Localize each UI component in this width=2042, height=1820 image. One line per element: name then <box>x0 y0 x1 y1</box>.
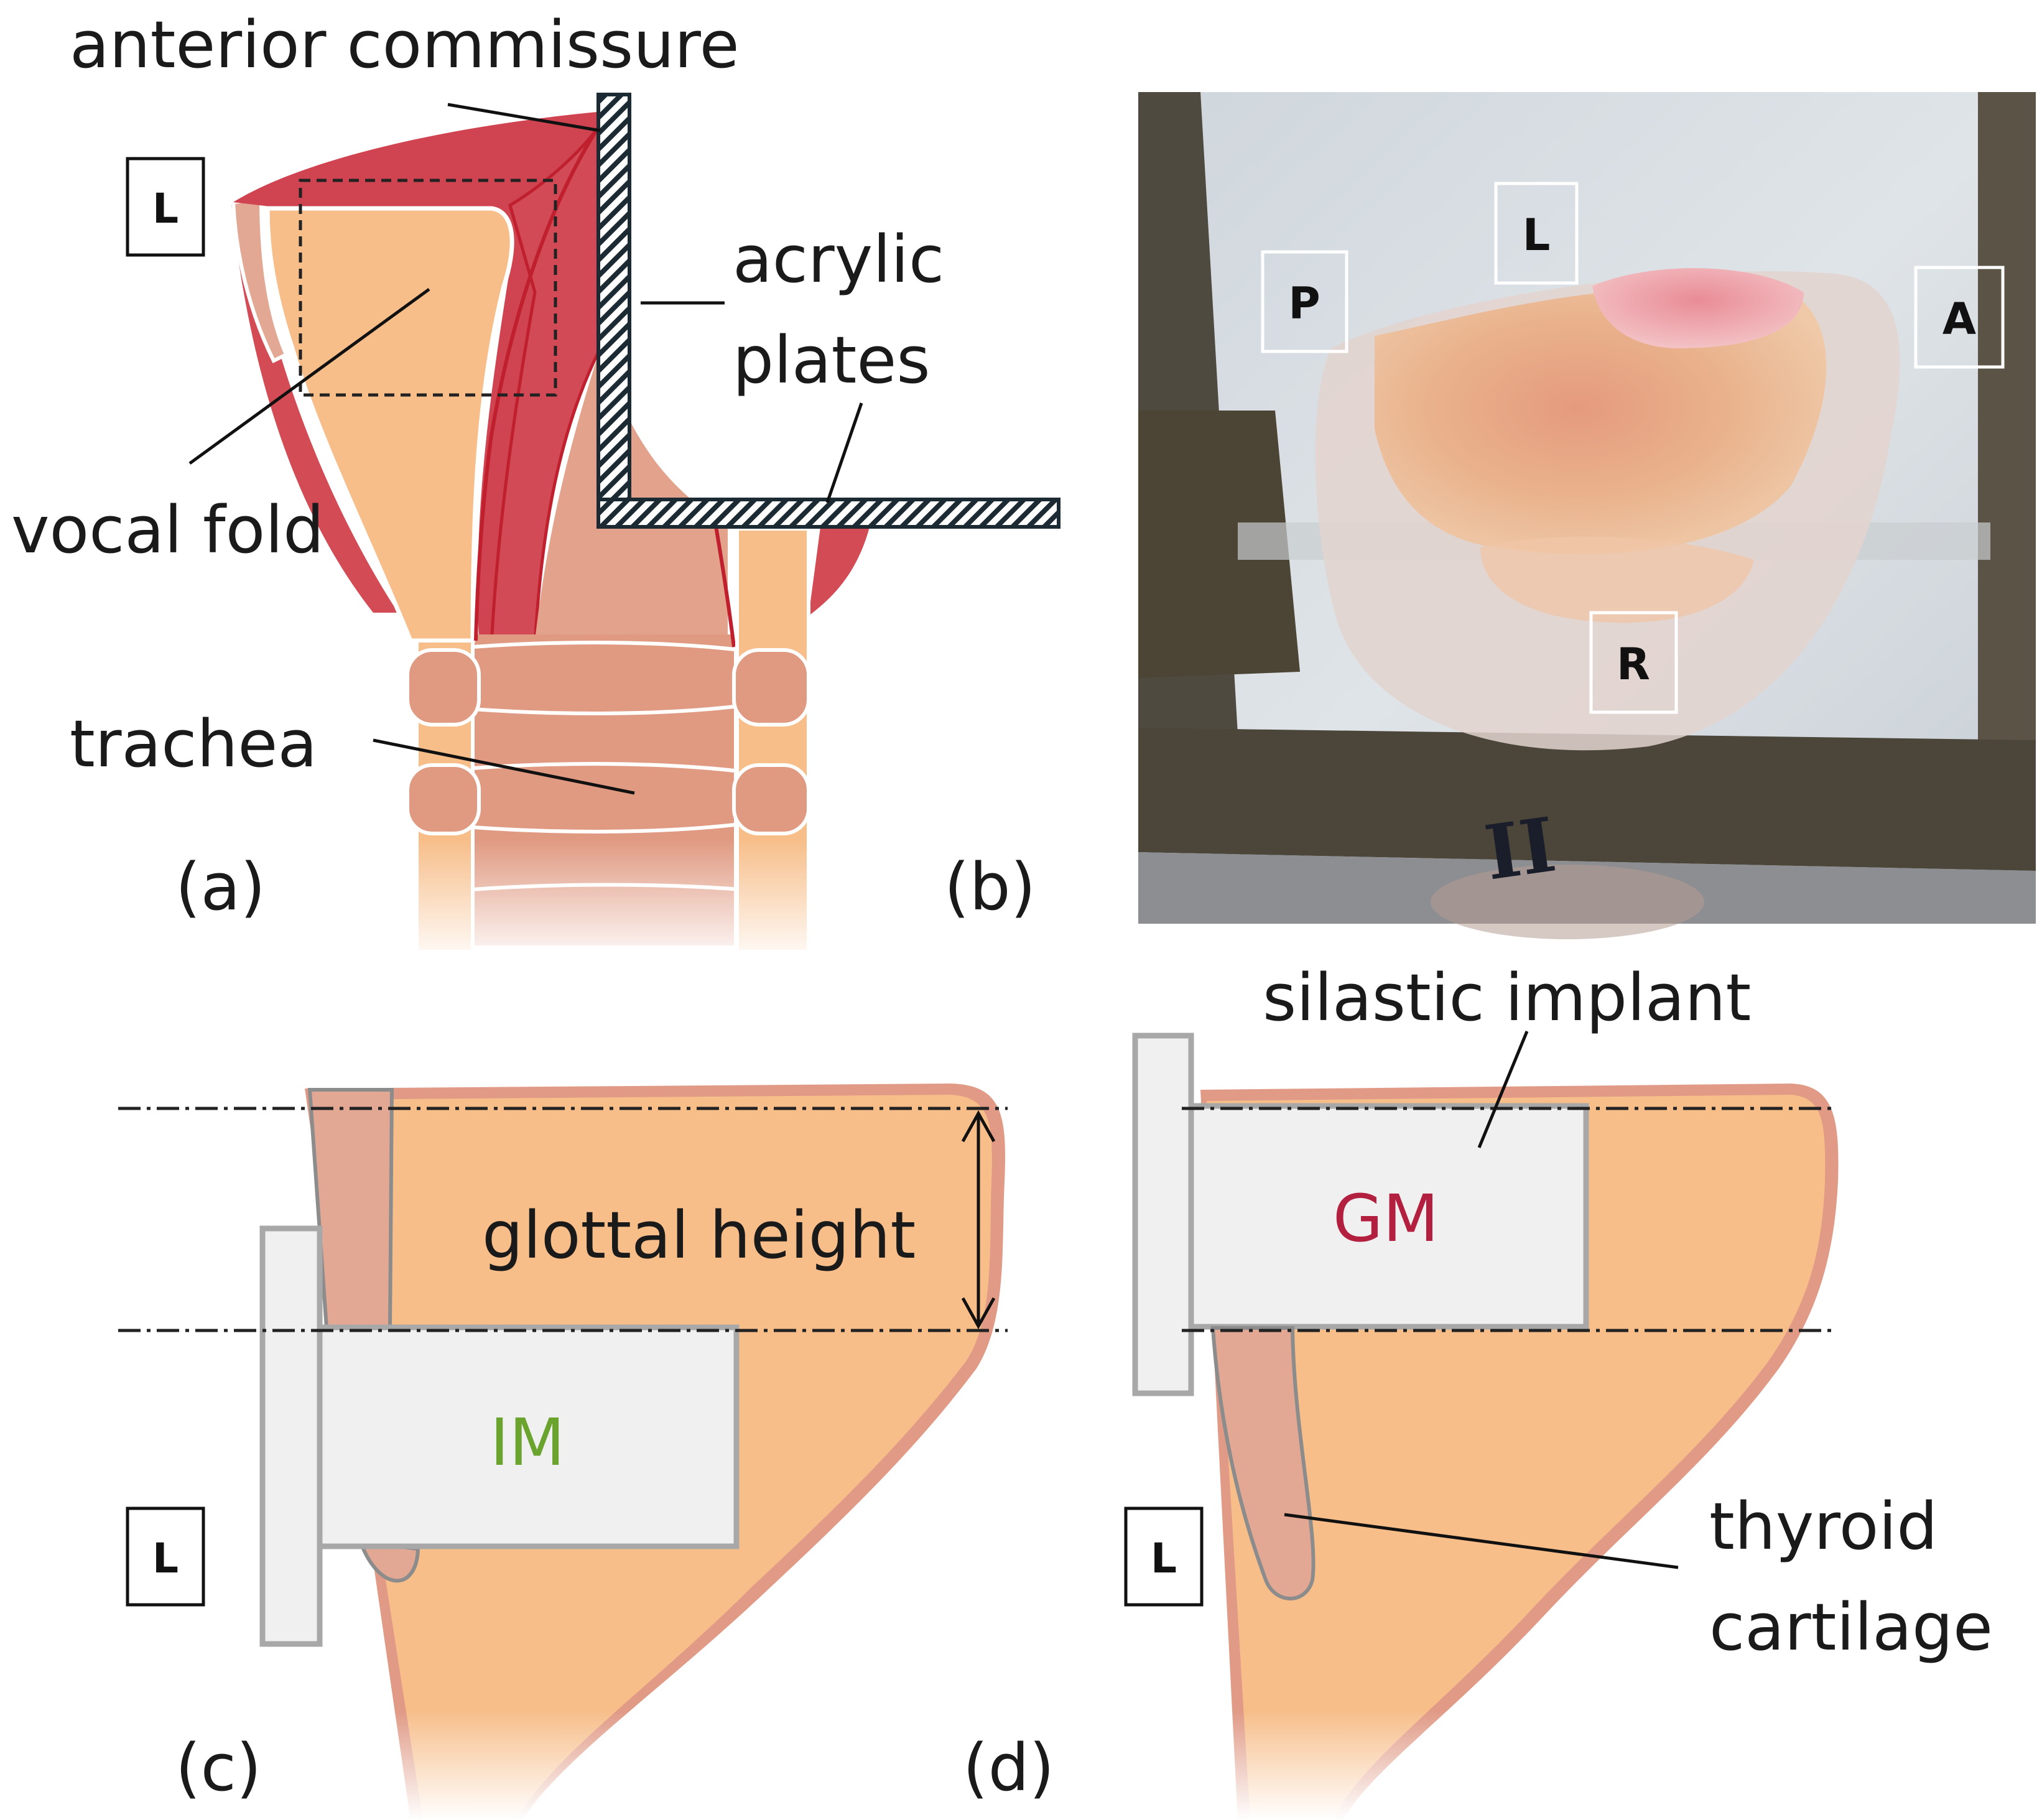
panel-d-leaders <box>1284 1031 1679 1569</box>
left-cartilage-rings <box>406 648 481 835</box>
panel-d-fade <box>1213 1711 1648 1820</box>
photo-hand <box>1431 865 1704 939</box>
panel-c-orientation-label: L <box>152 1534 179 1582</box>
panel-c-plate <box>259 1225 323 1647</box>
photo-box-a <box>1914 266 2005 369</box>
panel-c-fade <box>373 1711 809 1820</box>
panel-c-implant-label: IM <box>490 1404 565 1480</box>
label-trachea: trachea <box>70 706 317 782</box>
right-cartilage-rings <box>732 648 810 835</box>
label-plates: plates <box>733 322 931 398</box>
photo-label-r: R <box>1617 639 1650 690</box>
photo-box-r <box>1589 611 1678 714</box>
panel-a-leaders <box>188 103 863 795</box>
photo-tissue <box>1375 287 1827 555</box>
vocal-fold-tissue <box>265 206 514 643</box>
label-glottal-height: glottal height <box>482 1197 916 1273</box>
panel-c-illustration <box>118 1084 1008 1820</box>
label-cartilage: cartilage <box>1709 1589 1993 1665</box>
panel-a-illustration <box>126 93 1060 964</box>
photo-bar-marker: II <box>1480 801 1561 897</box>
photo-label-a: A <box>1942 294 1976 345</box>
label-anterior-commissure: anterior commissure <box>70 7 740 83</box>
photo-label-l: L <box>1523 210 1551 261</box>
muscle-lateral <box>490 119 602 649</box>
panel-a-orientation-label: L <box>152 185 179 233</box>
panel-d-plate <box>1132 1033 1194 1396</box>
photo-label-p: P <box>1288 278 1320 329</box>
label-acrylic: acrylic <box>733 221 944 297</box>
panel-label-a: (a) <box>175 849 266 925</box>
frame-left-block <box>1138 411 1300 678</box>
photo-lower-tissue <box>1480 536 1754 623</box>
muscle-border-line <box>474 123 602 641</box>
panel-d-thyroid-cartilage <box>1210 1326 1316 1600</box>
acrylic-plate-vertical <box>596 93 631 510</box>
panel-b-photo: II <box>1138 92 2036 939</box>
panel-d-illustration <box>1124 1031 1839 1820</box>
panel-label-d: (d) <box>963 1730 1054 1806</box>
label-silastic-implant: silastic implant <box>1263 960 1751 1036</box>
photo-box-l <box>1494 182 1579 285</box>
frame-bottom-bar <box>1138 728 2036 871</box>
panel-c-orientation-box <box>126 1507 205 1607</box>
panel-label-b: (b) <box>944 849 1036 925</box>
photo-pink-region <box>1592 268 1804 348</box>
panel-a-fade <box>373 840 871 964</box>
frame-right-post <box>1978 92 2036 776</box>
panel-c-thyroid-tip <box>358 1540 420 1583</box>
panel-d-orientation-box <box>1124 1507 1204 1607</box>
label-thyroid: thyroid <box>1709 1488 1938 1564</box>
panel-d-implant-label: GM <box>1333 1181 1439 1256</box>
panel-d-orientation-label: L <box>1151 1534 1177 1582</box>
glottal-height-arrow <box>961 1110 996 1330</box>
photo-box-p <box>1261 250 1348 353</box>
panel-a-orientation-box <box>126 157 205 257</box>
panel-d-implant <box>1185 1103 1589 1330</box>
panel-label-c: (c) <box>175 1730 261 1806</box>
panel-c-implant <box>315 1324 740 1549</box>
label-vocal-fold: vocal fold <box>11 492 324 568</box>
right-muscle <box>809 522 871 616</box>
mucosa-left-edge <box>231 197 289 364</box>
acrylic-plate-horizontal <box>596 498 1060 529</box>
detail-region-box <box>299 179 557 397</box>
right-muscle-line <box>713 522 736 648</box>
